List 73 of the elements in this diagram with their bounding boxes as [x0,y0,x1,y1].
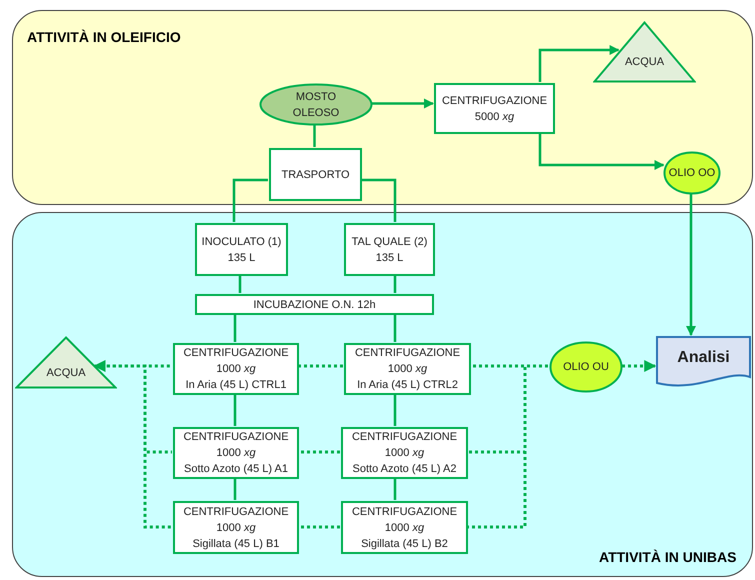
process-box [434,83,555,134]
node-label: CENTRIFUGAZIONE [183,346,289,361]
document-title: Analisi [677,350,730,366]
node-label: 1000 xg [384,520,424,536]
node-label: CENTRIFUGAZIONE [354,346,460,361]
node-label: CENTRIFUGAZIONE [183,504,289,520]
connector [538,45,620,82]
node-label: CENTRIFUGAZIONE [442,94,548,108]
connector [372,98,434,108]
connector [394,394,396,426]
dotted-connector [467,364,548,528]
dotted-connector [298,364,343,368]
connector [234,394,236,426]
process-box [341,501,468,554]
dotted-connector [298,450,340,454]
circle-node [663,151,721,195]
node-label: TRASPORTO [281,168,350,182]
area-title: ATTIVITÀ IN UNIBAS [599,548,736,567]
dotted-connector [622,360,656,372]
process-box [341,427,468,479]
process-box [344,223,435,276]
node-label: In Aria (45 L) CTRL1 [186,378,286,393]
node-label: 135 L [376,250,404,266]
node-label: In Aria (45 L) CTRL2 [357,378,458,393]
connector [313,125,316,147]
triangle-node [593,21,696,83]
node-label: CENTRIFUGAZIONE [352,430,458,445]
node-label: ACQUA [46,366,86,380]
node-label: ACQUA [624,55,664,70]
connector [232,178,268,222]
process-box [344,343,471,395]
process-box [173,427,299,479]
process-box [173,343,299,395]
node-label: OLIO OU [562,360,610,375]
node-label: OLIO OO [668,166,716,181]
node-label: TAL QUALE (2) [352,234,428,250]
node-label: 1000 xg [388,362,428,377]
area-title: ATTIVITÀ IN OLEIFICIO [27,28,181,47]
node-label: CENTRIFUGAZIONE [183,430,289,445]
node-label: 1000 xg [384,446,424,461]
ellipse-node [549,341,623,393]
connector [394,275,396,293]
connector [394,314,396,342]
process-box [195,223,288,276]
connector [686,194,696,336]
connector [234,478,236,500]
area-panel [12,10,753,205]
node-label: INOCULATO (1) [202,234,282,250]
node-label: 135 L [228,250,256,266]
node-label: 1000 xg [216,446,256,461]
node-label: 1000 xg [216,520,256,536]
ellipse-node [259,83,373,126]
process-box [173,501,299,554]
connector [361,178,396,222]
dotted-connector [94,360,172,528]
connector [394,478,396,500]
triangle-node [15,336,117,389]
dotted-connector [298,526,340,528]
node-label: 5000 xg [474,110,514,124]
connector [538,133,664,170]
node-label: 1000 xg [216,362,256,377]
node-label: Sotto Azoto (45 L) A2 [352,462,456,477]
node-label: INCUBAZIONE O.N. 12h [253,298,376,312]
node-label: Sigillata (45 L) B2 [361,536,448,552]
process-box [195,294,434,315]
node-label: Sigillata (45 L) B1 [192,536,280,552]
node-label: CENTRIFUGAZIONE [352,504,458,520]
connector [238,275,242,293]
process-box [269,148,362,201]
node-label: Sotto Azoto (45 L) A1 [184,462,288,477]
node-label: MOSTO OLEOSO [292,90,340,120]
connector [234,314,236,342]
area-panel [12,212,753,577]
